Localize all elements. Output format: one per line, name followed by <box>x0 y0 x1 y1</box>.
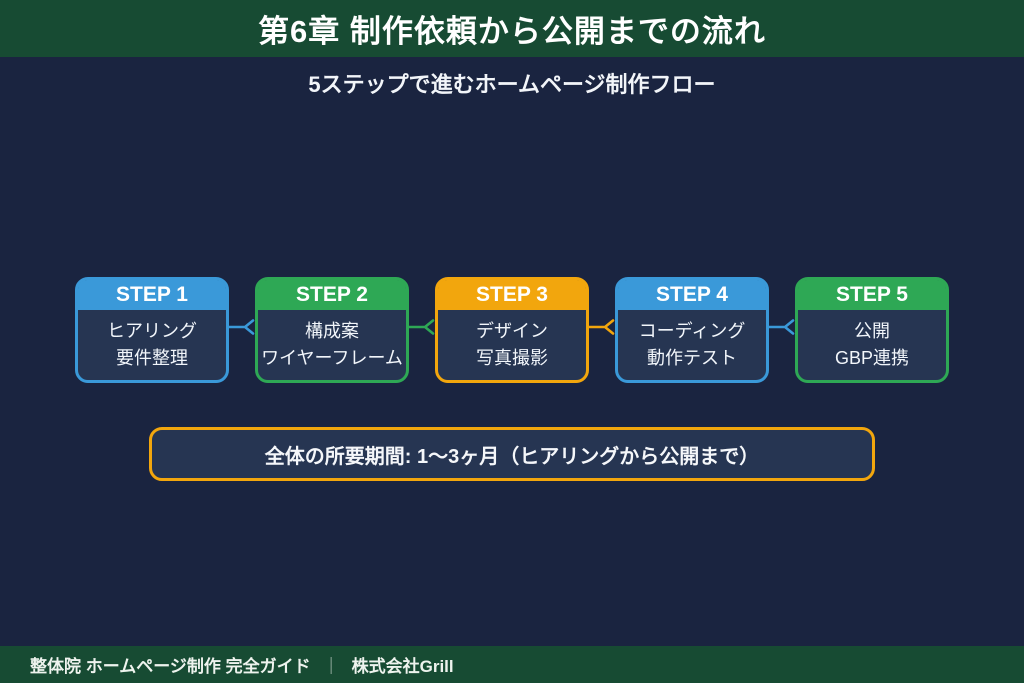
step-badge: STEP 4 <box>618 280 766 310</box>
step-badge: STEP 3 <box>438 280 586 310</box>
duration-note-text: 全体の所要期間: 1〜3ヶ月（ヒアリングから公開まで） <box>264 445 760 468</box>
footer-bar: 整体院 ホームページ制作 完全ガイド ｜ 株式会社Grill <box>0 646 1024 683</box>
connector-arrow <box>769 318 795 336</box>
step-card-5: STEP 5 公開 GBP連携 <box>795 277 949 383</box>
step-badge: STEP 1 <box>78 280 226 310</box>
connector-arrow <box>229 318 255 336</box>
step-tasks: 公開 GBP連携 <box>798 310 946 380</box>
slide-subtitle: 5ステップで進むホームページ制作フロー <box>308 72 716 97</box>
fork-arrow-icon <box>769 318 795 335</box>
footer-guide-title: 整体院 ホームページ制作 完全ガイド <box>30 657 311 676</box>
connector-arrow <box>409 318 435 336</box>
step-task-line2: 動作テスト <box>647 347 737 368</box>
step-tasks: デザイン写真撮影 <box>438 310 586 380</box>
step-badge: STEP 5 <box>798 280 946 310</box>
step-tasks: ヒアリング要件整理 <box>78 310 226 380</box>
connector-arrow <box>589 318 615 336</box>
footer-separator: ｜ <box>322 657 340 676</box>
fork-arrow-icon <box>409 318 435 335</box>
step-task-line2: 写真撮影 <box>476 347 548 368</box>
footer-company-name: 株式会社Grill <box>351 657 454 676</box>
step-task-line1: 公開 <box>854 320 890 341</box>
step-task-line2: GBP連携 <box>834 347 909 368</box>
step-task-line1: 構成案 <box>305 320 359 341</box>
duration-note-box: 全体の所要期間: 1〜3ヶ月（ヒアリングから公開まで） <box>149 427 875 481</box>
step-task-line1: デザイン <box>476 320 548 341</box>
fork-arrow-icon <box>229 318 255 335</box>
fork-arrow-icon <box>589 318 615 335</box>
step-task-line2: 要件整理 <box>116 347 188 368</box>
step-tasks: 構成案ワイヤーフレーム <box>258 310 406 380</box>
step-task-line1: コーディング <box>638 320 746 341</box>
step-badge: STEP 2 <box>258 280 406 310</box>
chapter-title: 第6章 制作依頼から公開までの流れ <box>258 14 766 49</box>
step-task-line2: ワイヤーフレーム <box>261 347 403 368</box>
step-task-line1: ヒアリング <box>107 320 197 341</box>
chapter-title-bar: 第6章 制作依頼から公開までの流れ <box>0 0 1024 57</box>
step-tasks: コーディング動作テスト <box>618 310 766 380</box>
